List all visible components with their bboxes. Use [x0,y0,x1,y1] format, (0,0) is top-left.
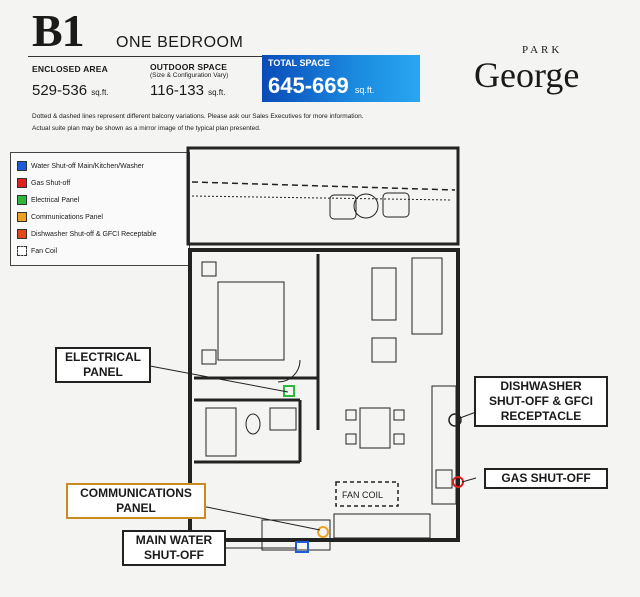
legend-item-fan-coil: Fan Coil [17,246,57,256]
header-divider [28,56,264,57]
balcony-chair-right [382,192,410,218]
gas-leader [461,477,477,483]
total-space-value: 645-669 sq.ft. [268,73,375,98]
sofa [411,257,443,335]
cooktop [435,469,453,489]
legend-swatch-gas [17,178,27,188]
dining-table [359,407,391,449]
legend-swatch-water [17,161,27,171]
legend-item-dishwasher: Dishwasher Shut-off & GFCI Receptable [17,229,157,239]
balcony-chair-left [329,194,357,220]
total-space-box: TOTAL SPACE 645-669 sq.ft. [262,55,420,102]
outdoor-space-value: 116-133 sq.ft. [150,82,226,99]
nightstand-top [201,261,217,277]
fan-coil-label: FAN COIL [342,490,383,500]
legend-swatch-dishwasher [17,229,27,239]
armchair [371,337,397,363]
dining-chair-3 [393,409,405,421]
legend-item-electrical: Electrical Panel [17,195,79,205]
brand-george: George [474,55,580,95]
legend-item-water: Water Shut-off Main/Kitchen/Washer [17,161,144,171]
coffee-table [371,267,397,321]
callout-gas-shutoff: GAS SHUT-OFF [484,468,608,489]
fan-coil-outline [335,481,399,507]
suite-outline [188,248,460,542]
unit-type: ONE BEDROOM [116,34,244,51]
dishwasher-leader [459,411,477,419]
legend: Water Shut-off Main/Kitchen/Washer Gas S… [10,152,190,266]
toilet [245,413,261,435]
dining-chair-2 [345,433,357,445]
brand-park: PARK [522,44,563,56]
balcony-dotted-line [191,195,453,201]
water-shutoff-marker [295,541,309,553]
disclaimer-line-2: Actual suite plan may be shown as a mirr… [32,125,261,132]
legend-swatch-fan-coil [17,246,27,256]
unit-code: B1 [32,5,85,56]
electrical-marker [283,385,295,397]
dining-chair-1 [345,409,357,421]
balcony-outline [186,146,460,246]
balcony-dashed-line [191,181,456,191]
bedroom-door-swing [277,359,301,383]
enclosed-area-label: ENCLOSED AREA [32,64,108,74]
dining-chair-4 [393,433,405,445]
dishwasher-marker [448,413,462,427]
electrical-leader [149,365,289,393]
outdoor-space-label: OUTDOOR SPACE [150,62,228,72]
balcony-table [353,193,379,219]
vanity [269,407,297,431]
bathtub [205,407,237,457]
nightstand-bottom [201,349,217,365]
kitchen-lower-cabinets [333,513,431,539]
bed [217,281,285,361]
legend-item-communications: Communications Panel [17,212,103,222]
legend-swatch-electrical [17,195,27,205]
total-space-label: TOTAL SPACE [268,58,330,68]
outdoor-space-note: (Size & Configuration Vary) [150,72,229,79]
communications-marker [317,526,329,538]
kitchen-counter [431,385,457,505]
legend-item-gas: Gas Shut-off [17,178,70,188]
legend-swatch-communications [17,212,27,222]
disclaimer-line-1: Dotted & dashed lines represent differen… [32,113,364,120]
enclosed-area-value: 529-536 sq.ft. [32,82,109,99]
